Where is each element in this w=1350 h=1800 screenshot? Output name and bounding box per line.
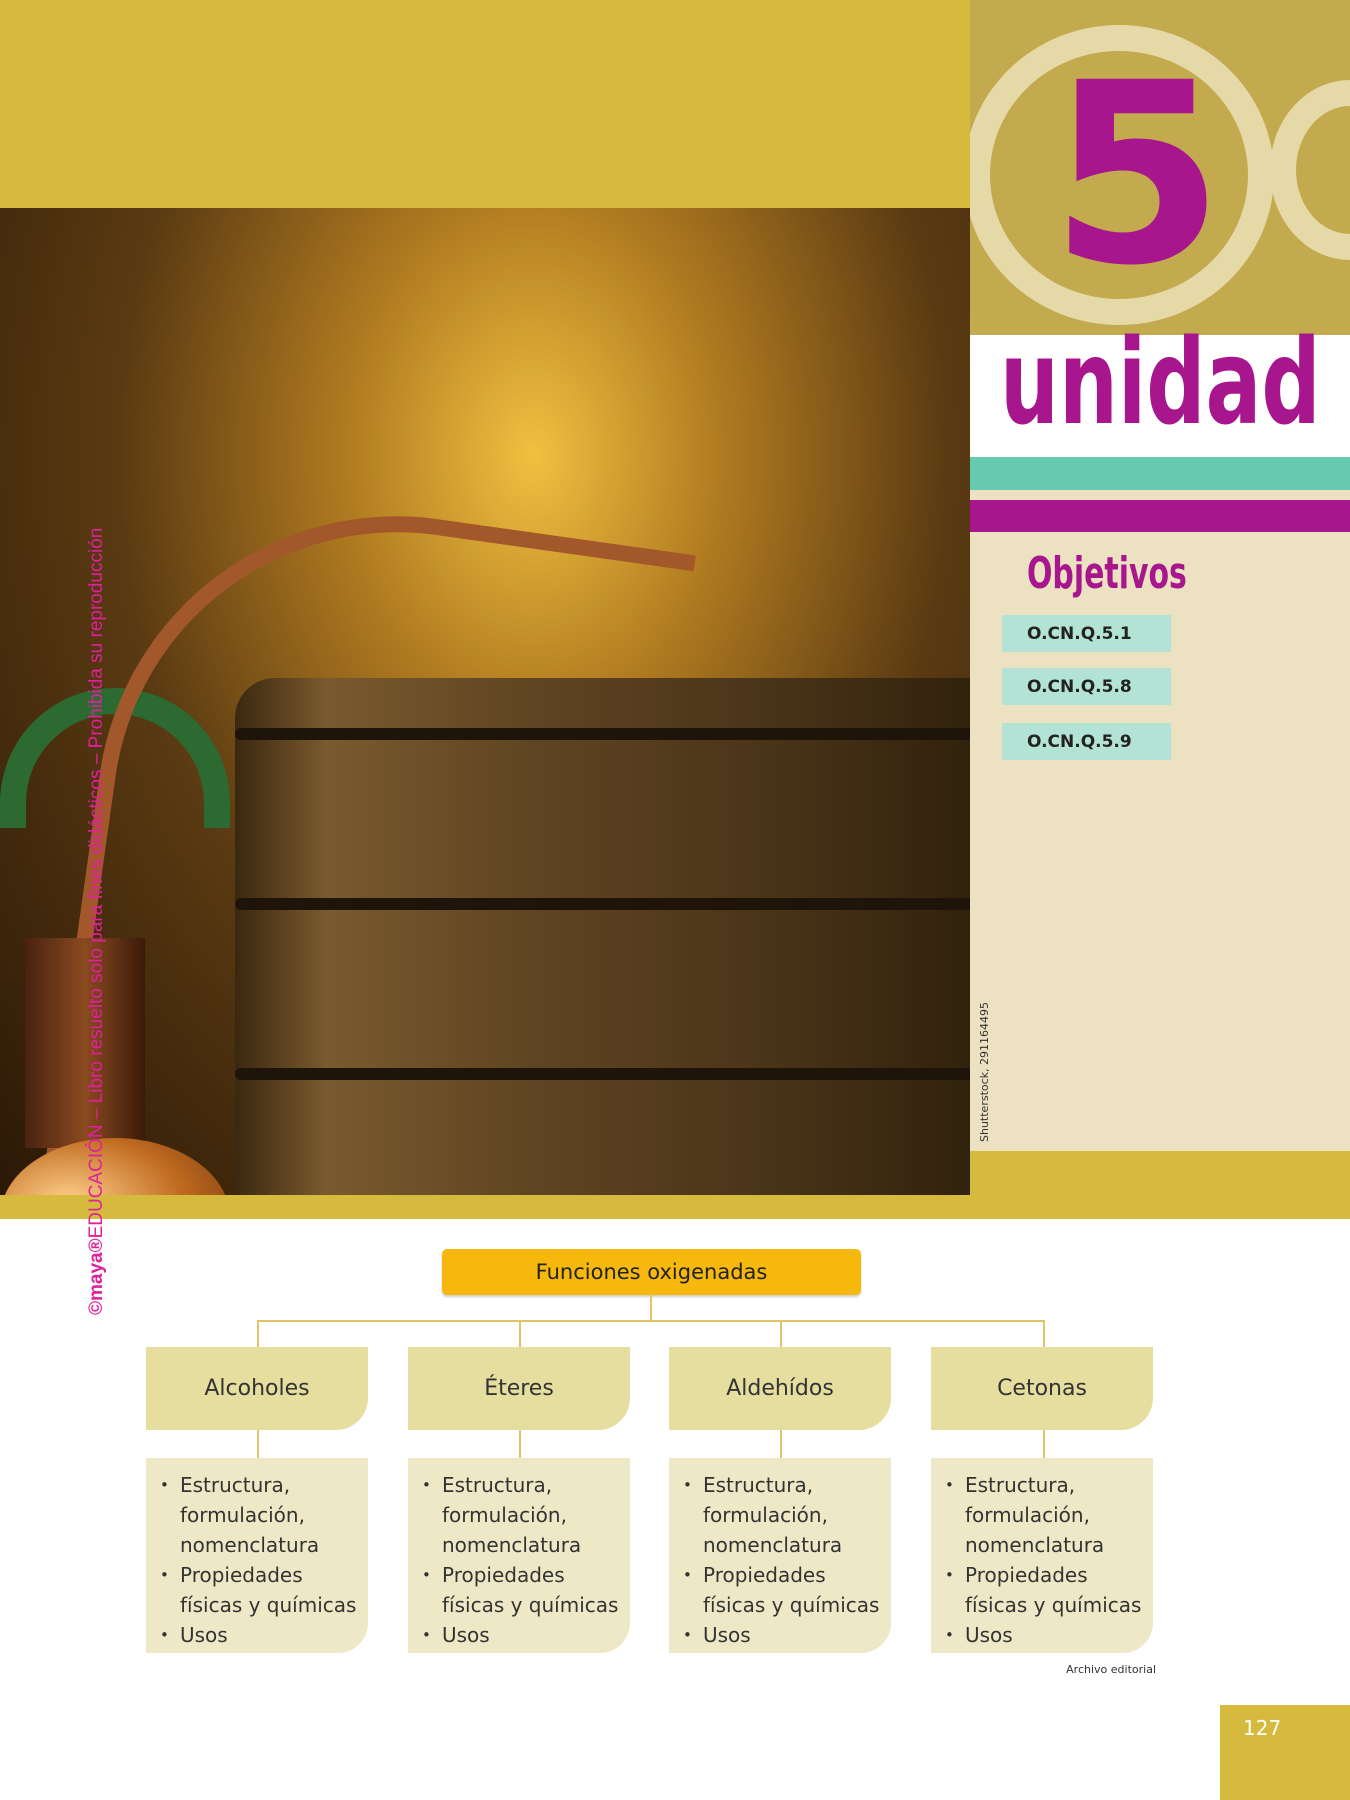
list-item: Propiedades físicas y químicas bbox=[945, 1560, 1145, 1620]
objective-item: O.CN.Q.5.1 bbox=[1002, 615, 1171, 652]
connector bbox=[1043, 1430, 1045, 1458]
teal-stripe bbox=[970, 457, 1350, 490]
distillery-photo bbox=[0, 208, 970, 1195]
wooden-vat bbox=[235, 678, 970, 1195]
diagram-root: Funciones oxigenadas bbox=[442, 1249, 861, 1295]
unit-number-area bbox=[970, 0, 1350, 335]
panel-bottom-band bbox=[970, 1151, 1350, 1195]
list-item: Propiedades físicas y químicas bbox=[683, 1560, 883, 1620]
watermark-text: EDUCACIÓN – Libro resuelto solo para fin… bbox=[86, 527, 107, 1239]
list-item: Usos bbox=[422, 1620, 622, 1650]
list-item: Estructura, formulación, nomenclatura bbox=[945, 1470, 1145, 1560]
vat-hoop bbox=[235, 1068, 970, 1080]
objectives-title: Objetivos bbox=[1027, 548, 1187, 599]
unit-number: 5 bbox=[1050, 29, 1224, 320]
connector bbox=[257, 1430, 259, 1458]
connector bbox=[1043, 1320, 1045, 1347]
bottom-band bbox=[0, 1195, 1350, 1219]
list-item: Usos bbox=[945, 1620, 1145, 1650]
top-band bbox=[0, 0, 970, 208]
category-box: Cetonas bbox=[931, 1347, 1153, 1430]
connector bbox=[257, 1320, 259, 1347]
ring-decoration bbox=[1270, 80, 1350, 260]
list-item: Usos bbox=[160, 1620, 360, 1650]
vat-hoop bbox=[235, 898, 970, 910]
category-box: Éteres bbox=[408, 1347, 630, 1430]
category-box: Aldehídos bbox=[669, 1347, 891, 1430]
connector bbox=[519, 1320, 521, 1347]
connector bbox=[257, 1320, 1045, 1322]
connector bbox=[519, 1430, 521, 1458]
list-item: Usos bbox=[683, 1620, 883, 1650]
watermark: ©maya®EDUCACIÓN – Libro resuelto solo pa… bbox=[86, 528, 108, 1315]
detail-box: Estructura, formulación, nomenclatura Pr… bbox=[931, 1458, 1153, 1653]
list-item: Estructura, formulación, nomenclatura bbox=[683, 1470, 883, 1560]
photo-credit: Shutterstock, 291164495 bbox=[978, 1001, 991, 1142]
list-item: Estructura, formulación, nomenclatura bbox=[422, 1470, 622, 1560]
detail-box: Estructura, formulación, nomenclatura Pr… bbox=[146, 1458, 368, 1653]
detail-box: Estructura, formulación, nomenclatura Pr… bbox=[669, 1458, 891, 1653]
category-box: Alcoholes bbox=[146, 1347, 368, 1430]
page-number-box bbox=[1220, 1705, 1350, 1800]
page-number: 127 bbox=[1243, 1716, 1282, 1740]
diagram-credit: Archivo editorial bbox=[1066, 1663, 1156, 1676]
list-item: Estructura, formulación, nomenclatura bbox=[160, 1470, 360, 1560]
connector bbox=[780, 1320, 782, 1347]
magenta-stripe bbox=[970, 500, 1350, 532]
objective-item: O.CN.Q.5.8 bbox=[1002, 668, 1171, 705]
vat-hoop bbox=[235, 728, 970, 740]
unit-label: unidad bbox=[1000, 313, 1321, 451]
list-item: Propiedades físicas y químicas bbox=[160, 1560, 360, 1620]
watermark-brand: ©maya® bbox=[86, 1238, 107, 1315]
list-item: Propiedades físicas y químicas bbox=[422, 1560, 622, 1620]
objective-item: O.CN.Q.5.9 bbox=[1002, 723, 1171, 760]
still-neck bbox=[25, 938, 145, 1148]
connector bbox=[780, 1430, 782, 1458]
unit-label-band bbox=[970, 335, 1350, 457]
detail-box: Estructura, formulación, nomenclatura Pr… bbox=[408, 1458, 630, 1653]
connector bbox=[650, 1295, 652, 1320]
